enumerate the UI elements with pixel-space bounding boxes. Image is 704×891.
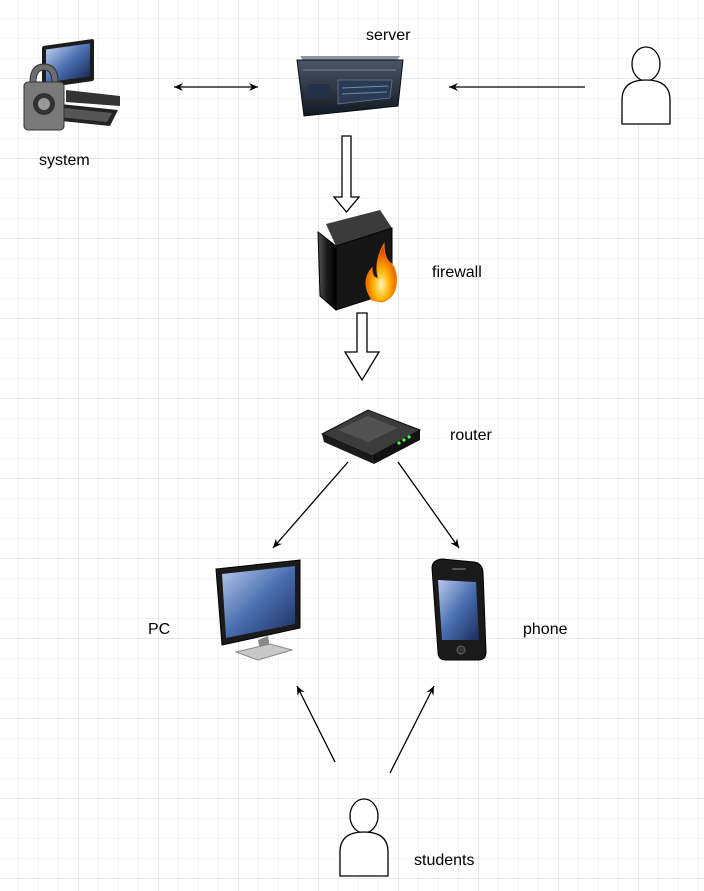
edge-server-firewall[interactable] (332, 135, 361, 214)
server-label: server (366, 27, 411, 44)
person-icon[interactable] (339, 798, 389, 877)
edge-router-phone[interactable] (397, 461, 460, 549)
firewall-label: firewall (432, 264, 482, 281)
system-label: system (39, 152, 90, 169)
phone-label: phone (523, 621, 568, 638)
pc-label: PC (148, 621, 171, 638)
edge-firewall-router[interactable] (343, 312, 381, 382)
server-icon[interactable] (296, 56, 404, 117)
locked-computer-icon[interactable] (23, 39, 120, 131)
students-label: students (414, 852, 475, 869)
edge-students-phone[interactable] (389, 685, 435, 774)
edge-router-pc[interactable] (272, 461, 349, 549)
router-icon[interactable] (320, 409, 422, 464)
smartphone-icon[interactable] (431, 558, 487, 661)
person-icon[interactable] (621, 46, 671, 125)
edge-students-pc[interactable] (296, 685, 336, 763)
firewall-icon[interactable] (317, 210, 397, 312)
router-label: router (450, 427, 492, 444)
monitor-icon[interactable] (215, 559, 301, 661)
